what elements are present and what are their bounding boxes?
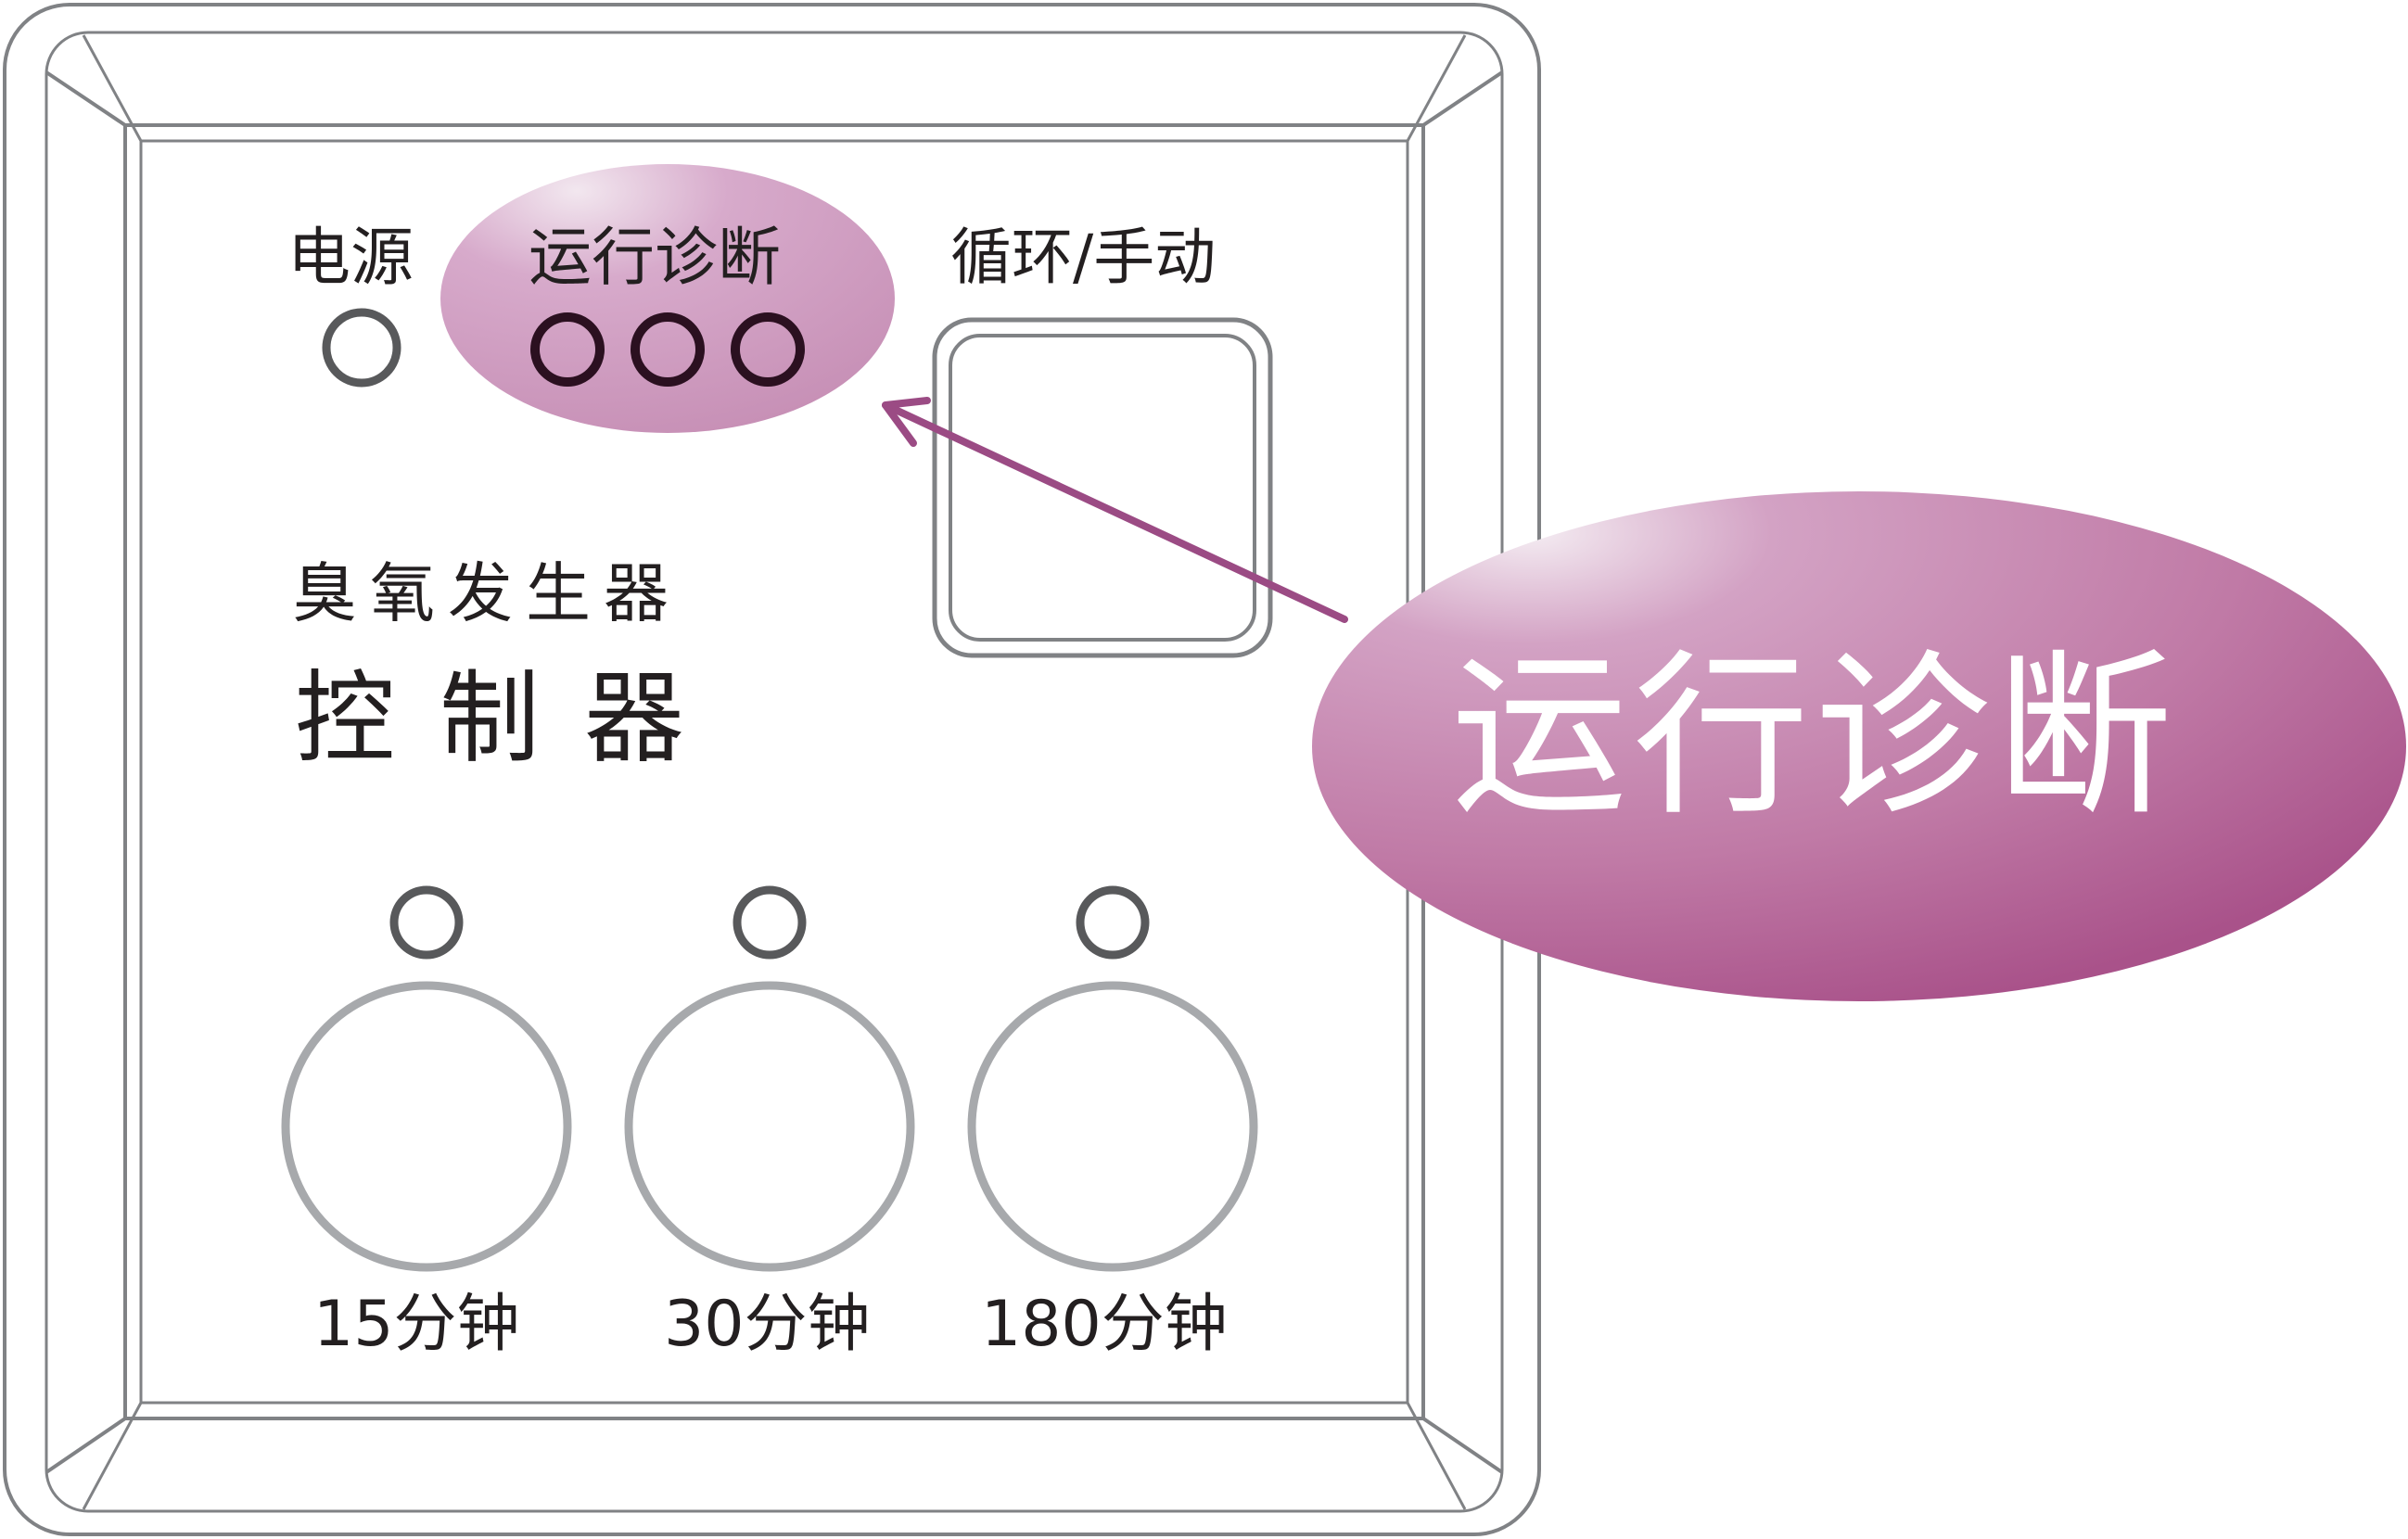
timer-30-button[interactable]	[624, 981, 915, 1272]
timer-30-indicator-light	[733, 885, 807, 960]
power-indicator-light	[322, 308, 401, 388]
timer-15-button[interactable]	[281, 981, 572, 1272]
callout-pointer-arrow-icon	[882, 397, 1348, 623]
product-type: 控制器	[295, 661, 730, 777]
diagnosis-indicator-light-3	[731, 312, 805, 387]
cycle-manual-button[interactable]	[932, 317, 1273, 658]
cycle-manual-label: 循环/手动	[950, 222, 1217, 293]
timer-180-button[interactable]	[967, 981, 1258, 1272]
diagnosis-highlight	[440, 164, 895, 433]
diagnosis-indicator-light-2	[631, 312, 705, 387]
callout-bubble	[1312, 491, 2406, 1001]
power-label: 电源	[287, 222, 414, 295]
product-name: 臭氧发生器	[292, 555, 682, 631]
diagnosis-indicator-light-1	[530, 312, 605, 387]
diagnosis-label: 运行诊断	[529, 222, 782, 295]
callout-label: 运行诊断	[1451, 634, 2179, 839]
timer-180-label: 180分钟	[981, 1288, 1228, 1361]
timer-15-indicator-light	[389, 885, 464, 960]
timer-180-indicator-light	[1076, 885, 1150, 960]
timer-30-label: 30分钟	[664, 1288, 871, 1361]
timer-15-label: 15分钟	[313, 1288, 520, 1361]
